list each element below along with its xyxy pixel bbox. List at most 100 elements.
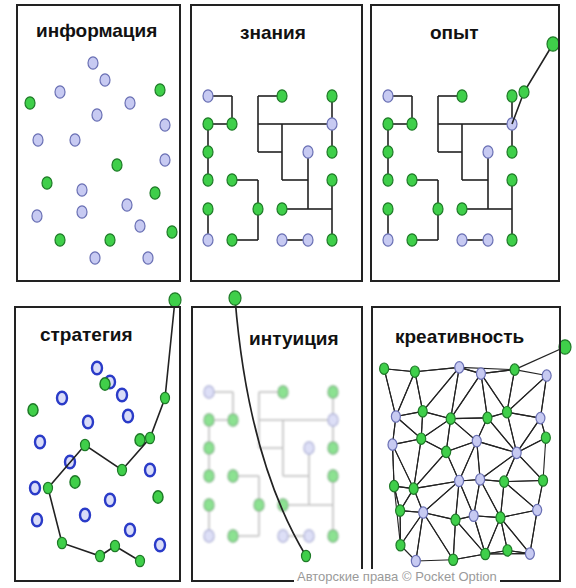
dot — [483, 412, 492, 423]
link-line — [437, 124, 439, 152]
dot — [123, 410, 133, 422]
panel-box: информация — [16, 4, 181, 282]
dot — [510, 364, 519, 375]
dot — [277, 234, 287, 246]
mesh-line — [400, 513, 423, 546]
dot — [155, 84, 165, 96]
mesh-line — [480, 453, 517, 480]
mesh-line — [530, 510, 537, 554]
dot — [442, 446, 451, 457]
link-line — [437, 96, 439, 124]
mesh-line — [451, 374, 481, 419]
dot — [35, 436, 45, 448]
dot — [455, 475, 464, 486]
mesh-line — [451, 367, 460, 418]
mesh-line — [416, 560, 453, 561]
mesh-line — [504, 482, 537, 510]
link-line — [258, 123, 282, 125]
dot — [100, 74, 110, 86]
link-line — [487, 180, 489, 209]
link-line — [462, 123, 488, 125]
dot — [100, 378, 110, 390]
mesh-line — [396, 372, 415, 417]
panel-title: информация — [34, 20, 159, 42]
dot — [481, 548, 490, 559]
dot — [476, 368, 485, 379]
mesh-line — [504, 482, 537, 510]
dot — [500, 476, 509, 487]
dot — [542, 370, 551, 381]
dot — [203, 90, 213, 102]
mesh-line — [423, 513, 453, 560]
dot — [70, 134, 80, 146]
knowledge-network — [203, 90, 337, 246]
dot — [136, 555, 145, 566]
dot — [161, 392, 170, 403]
dot — [278, 530, 288, 542]
link-line — [281, 124, 283, 152]
dot — [303, 146, 313, 158]
mesh-line — [543, 438, 546, 481]
mesh-line — [517, 453, 543, 481]
dot — [203, 146, 213, 158]
dot — [407, 234, 417, 246]
mesh-line — [530, 510, 537, 554]
dot — [541, 432, 550, 443]
link-line — [283, 475, 309, 477]
dot — [390, 480, 399, 491]
dot — [90, 252, 100, 264]
dot — [30, 482, 40, 494]
link-line — [282, 448, 284, 476]
mesh-line — [480, 479, 500, 517]
dot — [327, 118, 337, 130]
dot — [92, 362, 102, 374]
mesh-line — [540, 376, 546, 419]
dot — [254, 499, 264, 511]
mesh-line — [451, 367, 460, 418]
dot — [155, 539, 165, 551]
panel-box: стратегия — [14, 306, 181, 582]
dot — [507, 146, 517, 158]
panel-title: креативность — [393, 326, 526, 348]
dot — [32, 514, 42, 526]
dot — [512, 447, 521, 458]
link-line — [282, 179, 308, 181]
dot — [227, 174, 237, 186]
dot — [304, 442, 314, 454]
dot — [96, 550, 105, 561]
dot — [44, 482, 53, 493]
mesh-line — [416, 513, 423, 561]
dot — [507, 90, 517, 102]
dot — [519, 86, 529, 98]
dot — [203, 174, 213, 186]
panel-title: опыт — [428, 22, 481, 44]
dot — [125, 524, 135, 536]
mesh-line — [507, 376, 547, 413]
dot — [135, 220, 145, 232]
mesh-line — [507, 376, 547, 413]
panel-box: интуиция — [191, 306, 363, 582]
dot — [472, 435, 481, 446]
link-line — [438, 123, 462, 125]
dot — [42, 177, 52, 189]
dot — [204, 442, 214, 454]
dot — [105, 494, 115, 506]
dot — [328, 530, 338, 542]
mesh-line — [517, 418, 541, 453]
dot — [449, 554, 458, 565]
mesh-line — [451, 417, 488, 419]
mesh-line — [415, 367, 459, 371]
dot — [483, 234, 493, 246]
dot — [446, 413, 455, 424]
dot — [204, 499, 214, 511]
link-line — [462, 179, 488, 181]
mesh-line — [481, 374, 487, 418]
link-line — [308, 208, 332, 210]
dot — [80, 509, 90, 521]
dot — [411, 555, 420, 566]
dot — [58, 537, 67, 548]
mesh-line — [400, 513, 423, 546]
mesh-line — [384, 369, 396, 417]
dot — [153, 491, 163, 503]
